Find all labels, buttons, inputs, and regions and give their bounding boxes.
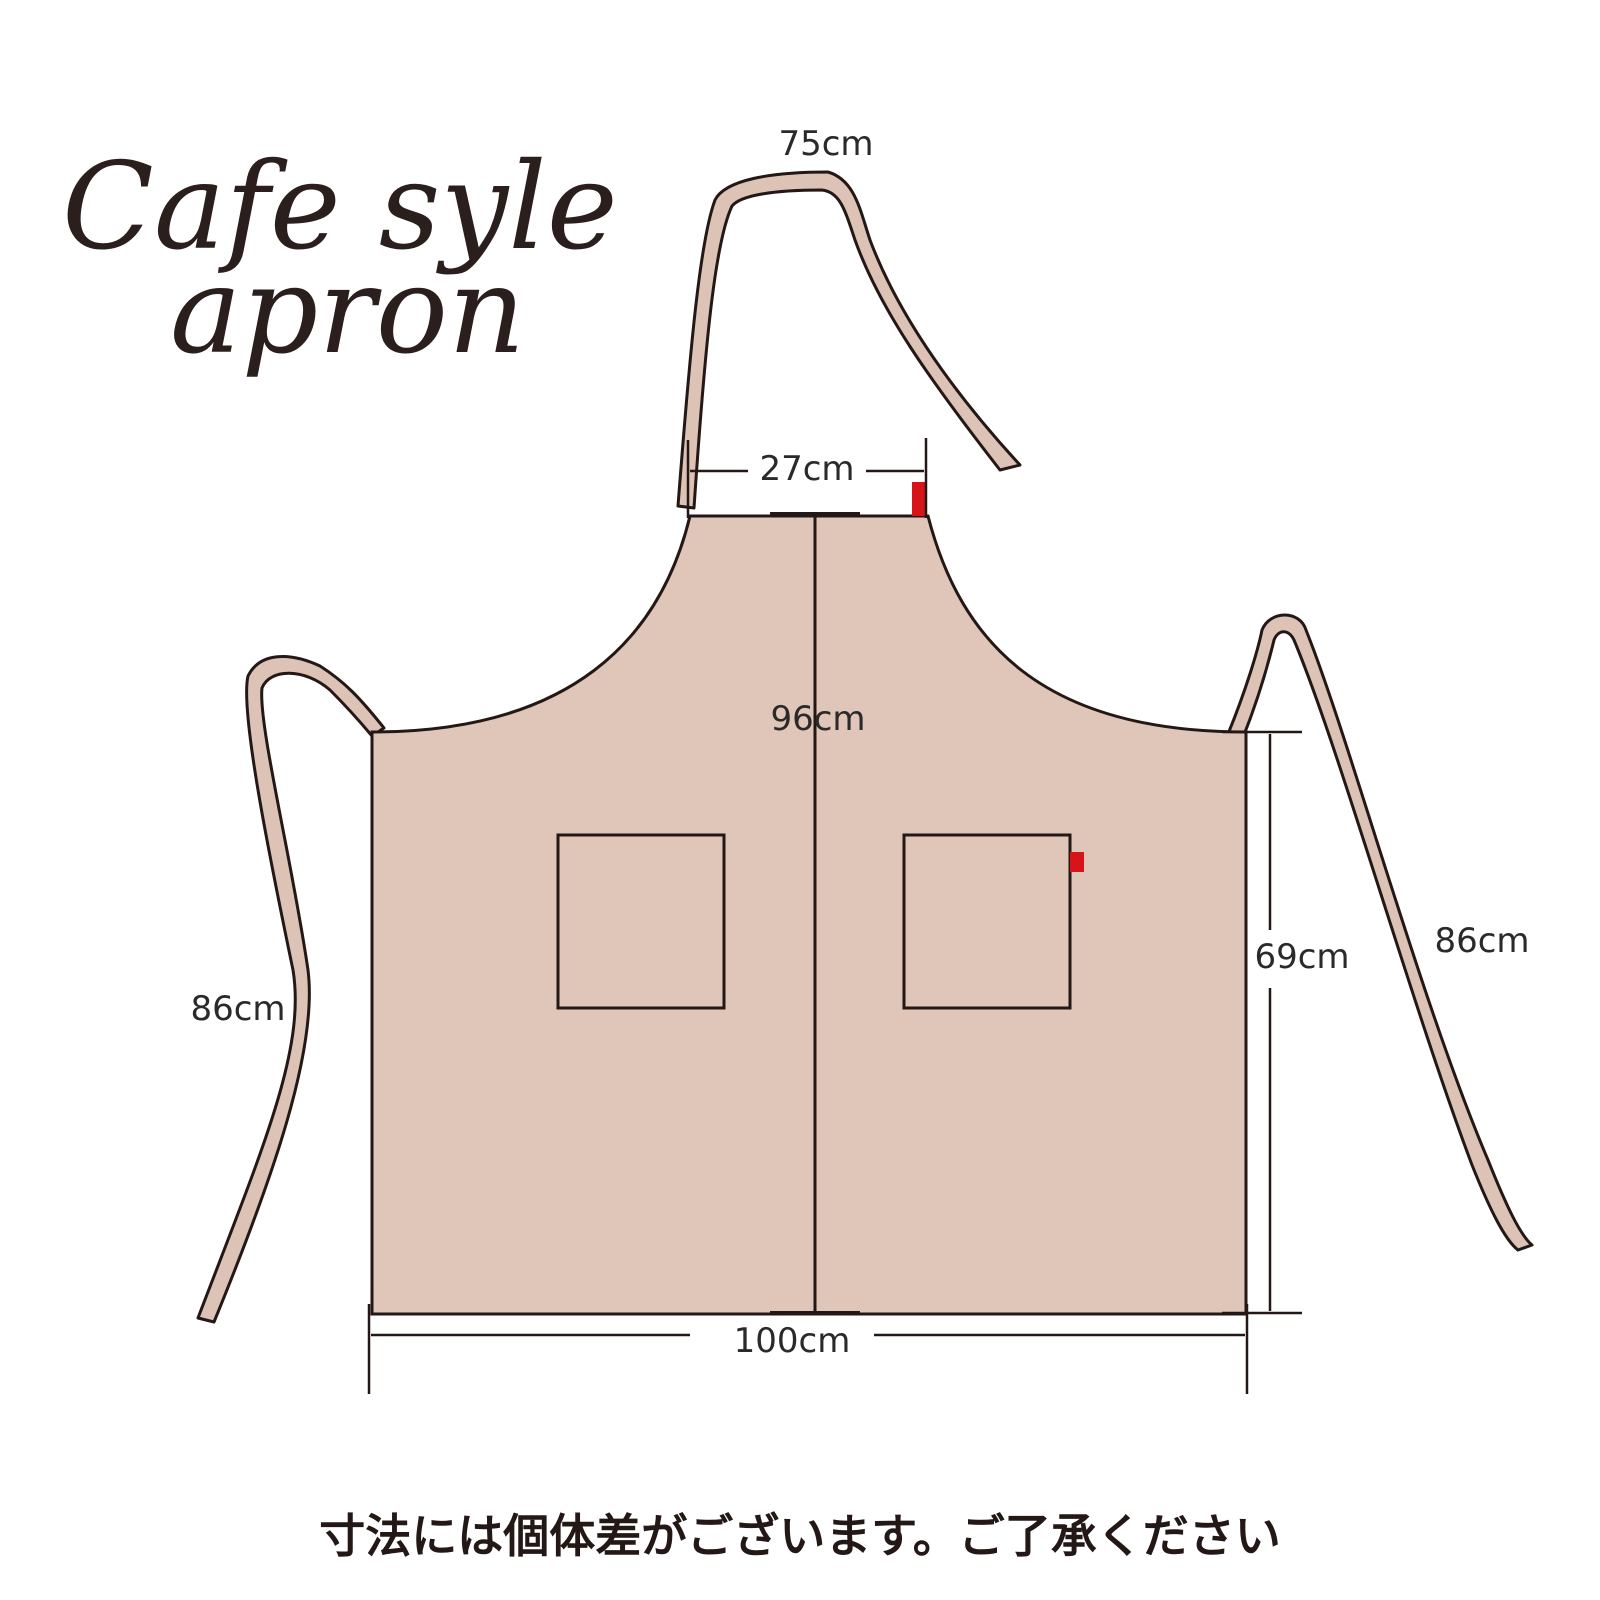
label-body-height: 69cm bbox=[1254, 937, 1349, 977]
neck-strap bbox=[676, 170, 1022, 510]
label-neck-width: 27cm bbox=[759, 449, 854, 489]
tag-pocket bbox=[1070, 852, 1084, 872]
label-width: 100cm bbox=[734, 1321, 851, 1361]
pocket-right bbox=[902, 833, 1072, 1010]
apron-body bbox=[370, 514, 1248, 1316]
title-line-2: apron bbox=[170, 242, 525, 381]
size-disclaimer: 寸法には個体差がございます。ご了承ください bbox=[319, 1509, 1281, 1563]
pocket-left bbox=[556, 833, 726, 1010]
label-length: 96cm bbox=[770, 699, 865, 739]
title-line-1: Cafe syle bbox=[62, 138, 618, 277]
label-tie-right: 86cm bbox=[1434, 921, 1529, 961]
tag-neck bbox=[912, 482, 925, 516]
label-neck-strap: 75cm bbox=[778, 124, 873, 164]
label-tie-left: 86cm bbox=[190, 989, 285, 1029]
tie-left bbox=[196, 655, 386, 1324]
tie-right bbox=[1226, 613, 1534, 1252]
